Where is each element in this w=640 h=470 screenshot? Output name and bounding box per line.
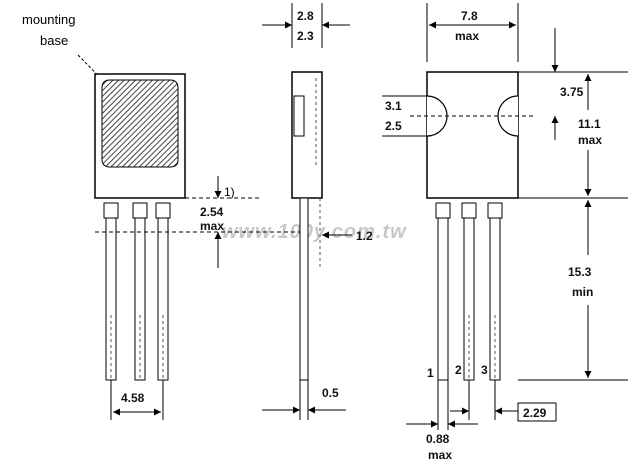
mounting-tab-side	[293, 95, 305, 137]
lead-stub-2	[132, 202, 148, 219]
dim-2-54: 2.54	[200, 205, 224, 219]
dim-2-29: 2.29	[523, 406, 547, 420]
dim-4-58: 4.58	[121, 391, 145, 405]
back-lead-stub-2	[461, 202, 477, 219]
lead-2	[134, 217, 146, 381]
dim-15-3-min: min	[572, 285, 593, 299]
side-view: 2.8 2.3 1.2 0.5	[262, 3, 373, 420]
lead-stub-1	[103, 202, 119, 219]
pin-1-label: 1	[427, 366, 434, 380]
watermark: www.100y.com.tw	[222, 221, 407, 243]
dim-3-75: 3.75	[560, 85, 584, 99]
dim-2-5: 2.5	[385, 119, 402, 133]
lead-side	[299, 197, 309, 381]
mounting-label: mounting	[22, 12, 75, 27]
dim-1-2: 1.2	[356, 229, 373, 243]
pin-3-label: 3	[481, 363, 488, 377]
dim-0-88: 0.88	[426, 432, 450, 446]
dim-0-5: 0.5	[322, 386, 339, 400]
back-lead-stub-3	[487, 202, 503, 219]
dim-2-8: 2.8	[297, 9, 314, 23]
note-marker: 1)	[224, 185, 235, 199]
dim-15-3: 15.3	[568, 265, 592, 279]
lead-1	[105, 217, 117, 381]
dim-11-1: 11.1	[578, 117, 601, 131]
mounting-base-hatched	[101, 79, 179, 168]
back-view: 7.8 max 3.1 2.5 3.75 11.1 max 15.3 min	[382, 3, 628, 462]
pin-2-label: 2	[455, 363, 462, 377]
dim-7-8-max: max	[455, 29, 479, 43]
lead-stub-3	[155, 202, 171, 219]
dim-3-1: 3.1	[385, 99, 402, 113]
base-label: base	[40, 33, 68, 48]
lead-3	[157, 217, 169, 381]
dim-0-88-max: max	[428, 448, 452, 462]
dim-2-29-box	[517, 402, 557, 422]
back-lead-stub-1	[435, 202, 451, 219]
back-lead-2	[463, 217, 475, 381]
dim-2-3: 2.3	[297, 29, 314, 43]
package-body-back	[426, 71, 519, 199]
back-lead-1	[437, 217, 449, 381]
dim-11-1-max: max	[578, 133, 602, 147]
front-view: mounting base 1) 2.54 max 4.58	[22, 12, 300, 420]
dim-7-8: 7.8	[461, 9, 478, 23]
back-lead-3	[489, 217, 501, 381]
dim-2-54-max: max	[200, 219, 224, 233]
